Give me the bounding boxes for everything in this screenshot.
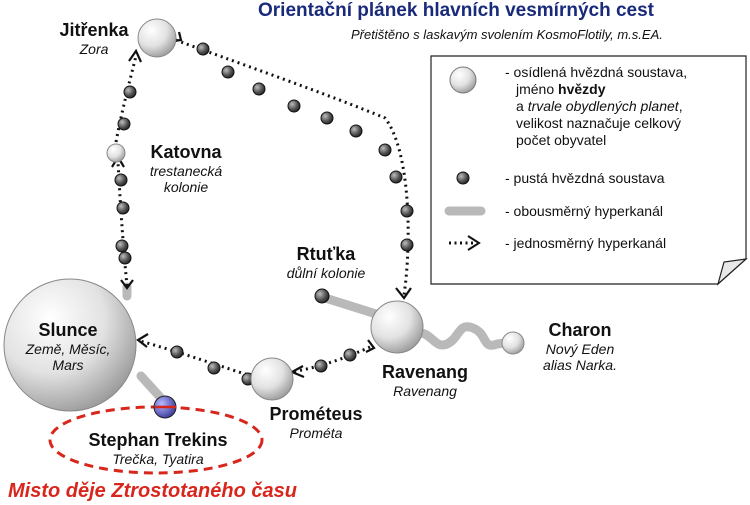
legend-empty-icon — [456, 171, 470, 185]
star-slunce — [3, 278, 137, 412]
jitrenka-name: Jitřenka — [59, 20, 129, 40]
empty-system-dot — [314, 359, 328, 373]
label-slunce: Slunce Země, Měsíc, Mars — [26, 320, 111, 373]
jitrenka-sub: Zora — [79, 40, 109, 57]
trekins-sub: Trečka, Tyatira — [112, 450, 204, 467]
populated-systems — [3, 18, 525, 419]
charon-sub2: alias Narka. — [543, 356, 617, 373]
channel-slunce-trekins — [136, 371, 165, 402]
map-title: Orientační plánek hlavních vesmírných ce… — [258, 0, 654, 21]
empty-system-dot — [196, 42, 210, 56]
katovna-name: Katovna — [150, 142, 222, 162]
empty-system-dot — [389, 170, 403, 184]
empty-system-dot — [118, 251, 132, 265]
legend-box — [430, 55, 748, 286]
star-jitrenka — [137, 18, 177, 58]
empty-system-dot — [287, 99, 301, 113]
legend-populated-line1: - osídlená hvězdná soustava, — [505, 64, 688, 80]
empty-system-dot — [252, 82, 266, 96]
empty-systems — [114, 42, 414, 386]
star-trekins — [153, 395, 177, 419]
label-charon: Charon Nový Eden alias Narka. — [543, 320, 617, 373]
empty-system-dot — [123, 85, 137, 99]
label-trekins: Stephan Trekins Trečka, Tyatira — [88, 430, 227, 467]
legend-populated-icon — [449, 66, 477, 94]
charon-name: Charon — [548, 320, 612, 340]
legend-oneway-icon — [449, 235, 481, 251]
empty-system-dot — [400, 204, 414, 218]
label-jitrenka: Jitřenka Zora — [59, 20, 128, 57]
legend-empty-text: - pustá hvězdná soustava — [505, 170, 665, 186]
legend-populated-text: - osídlená hvězdná soustava, jméno hvězd… — [505, 64, 687, 149]
legend-populated-line2a: jméno — [516, 81, 559, 97]
empty-system-dot — [207, 361, 221, 375]
star-katovna — [106, 143, 126, 163]
star-charon — [501, 331, 525, 355]
legend-populated-line4: velikost naznačuje celkový — [516, 115, 681, 131]
empty-system-dot — [170, 345, 184, 359]
rtutka-name: Rtuťka — [296, 244, 356, 264]
rtutka-sub: důlní kolonie — [286, 264, 366, 281]
label-katovna: Katovna trestanecká kolonie — [150, 142, 222, 195]
empty-system-dot — [378, 143, 392, 157]
legend-populated-line3b: trvale obydlených planet — [527, 98, 679, 114]
channel-ravenang-charon — [410, 322, 517, 350]
star-prometeus — [250, 357, 294, 401]
ravenang-name: Ravenang — [381, 362, 469, 382]
slunce-sub2: Mars — [52, 356, 84, 373]
label-prometeus: Prométeus Prométa — [269, 404, 362, 441]
empty-system-dot — [116, 201, 130, 215]
star-rtutka — [314, 288, 330, 304]
empty-system-dot — [349, 124, 363, 138]
ravenang-sub: Ravenang — [393, 382, 457, 399]
empty-system-dot — [221, 65, 235, 79]
empty-system-dot — [320, 111, 334, 125]
charon-sub1: Nový Eden — [545, 340, 615, 357]
empty-system-dot — [114, 173, 128, 187]
label-rtutka: Rtuťka důlní kolonie — [287, 244, 366, 281]
prometeus-name: Prométeus — [269, 404, 363, 424]
legend-oneway-text: - jednosměrný hyperkanál — [505, 235, 667, 251]
empty-system-dot — [343, 348, 357, 362]
empty-system-dot — [400, 238, 414, 252]
legend-populated-line2: jméno hvězdy — [505, 81, 687, 98]
trekins-name: Stephan Trekins — [88, 430, 228, 450]
katovna-sub1: trestanecká — [149, 162, 223, 179]
arrowheads — [111, 31, 412, 379]
star-ravenang — [370, 300, 424, 354]
credit-line: Přetištěno s laskavým svolením KosmoFlot… — [351, 27, 663, 42]
empty-system-dot — [115, 239, 129, 253]
prometeus-sub: Prométa — [289, 424, 343, 441]
label-ravenang: Ravenang Ravenang — [382, 362, 468, 399]
story-location-caption: Misto děje Ztrostotaného času — [8, 480, 297, 502]
katovna-sub2: kolonie — [163, 178, 209, 195]
slunce-name: Slunce — [38, 320, 98, 340]
legend-populated-line5: počet obyvatel — [516, 132, 607, 148]
legend-populated-line2b: hvězdy — [558, 81, 606, 97]
slunce-sub1: Země, Měsíc, — [25, 340, 111, 357]
legend-populated-line3c: , — [678, 98, 683, 114]
legend-populated-line3: a trvale obydlených planet, — [505, 98, 687, 115]
legend-twoway-text: - obousměrný hyperkanál — [505, 203, 663, 219]
legend-populated-line3a: a — [516, 98, 528, 114]
empty-system-dot — [117, 117, 131, 131]
